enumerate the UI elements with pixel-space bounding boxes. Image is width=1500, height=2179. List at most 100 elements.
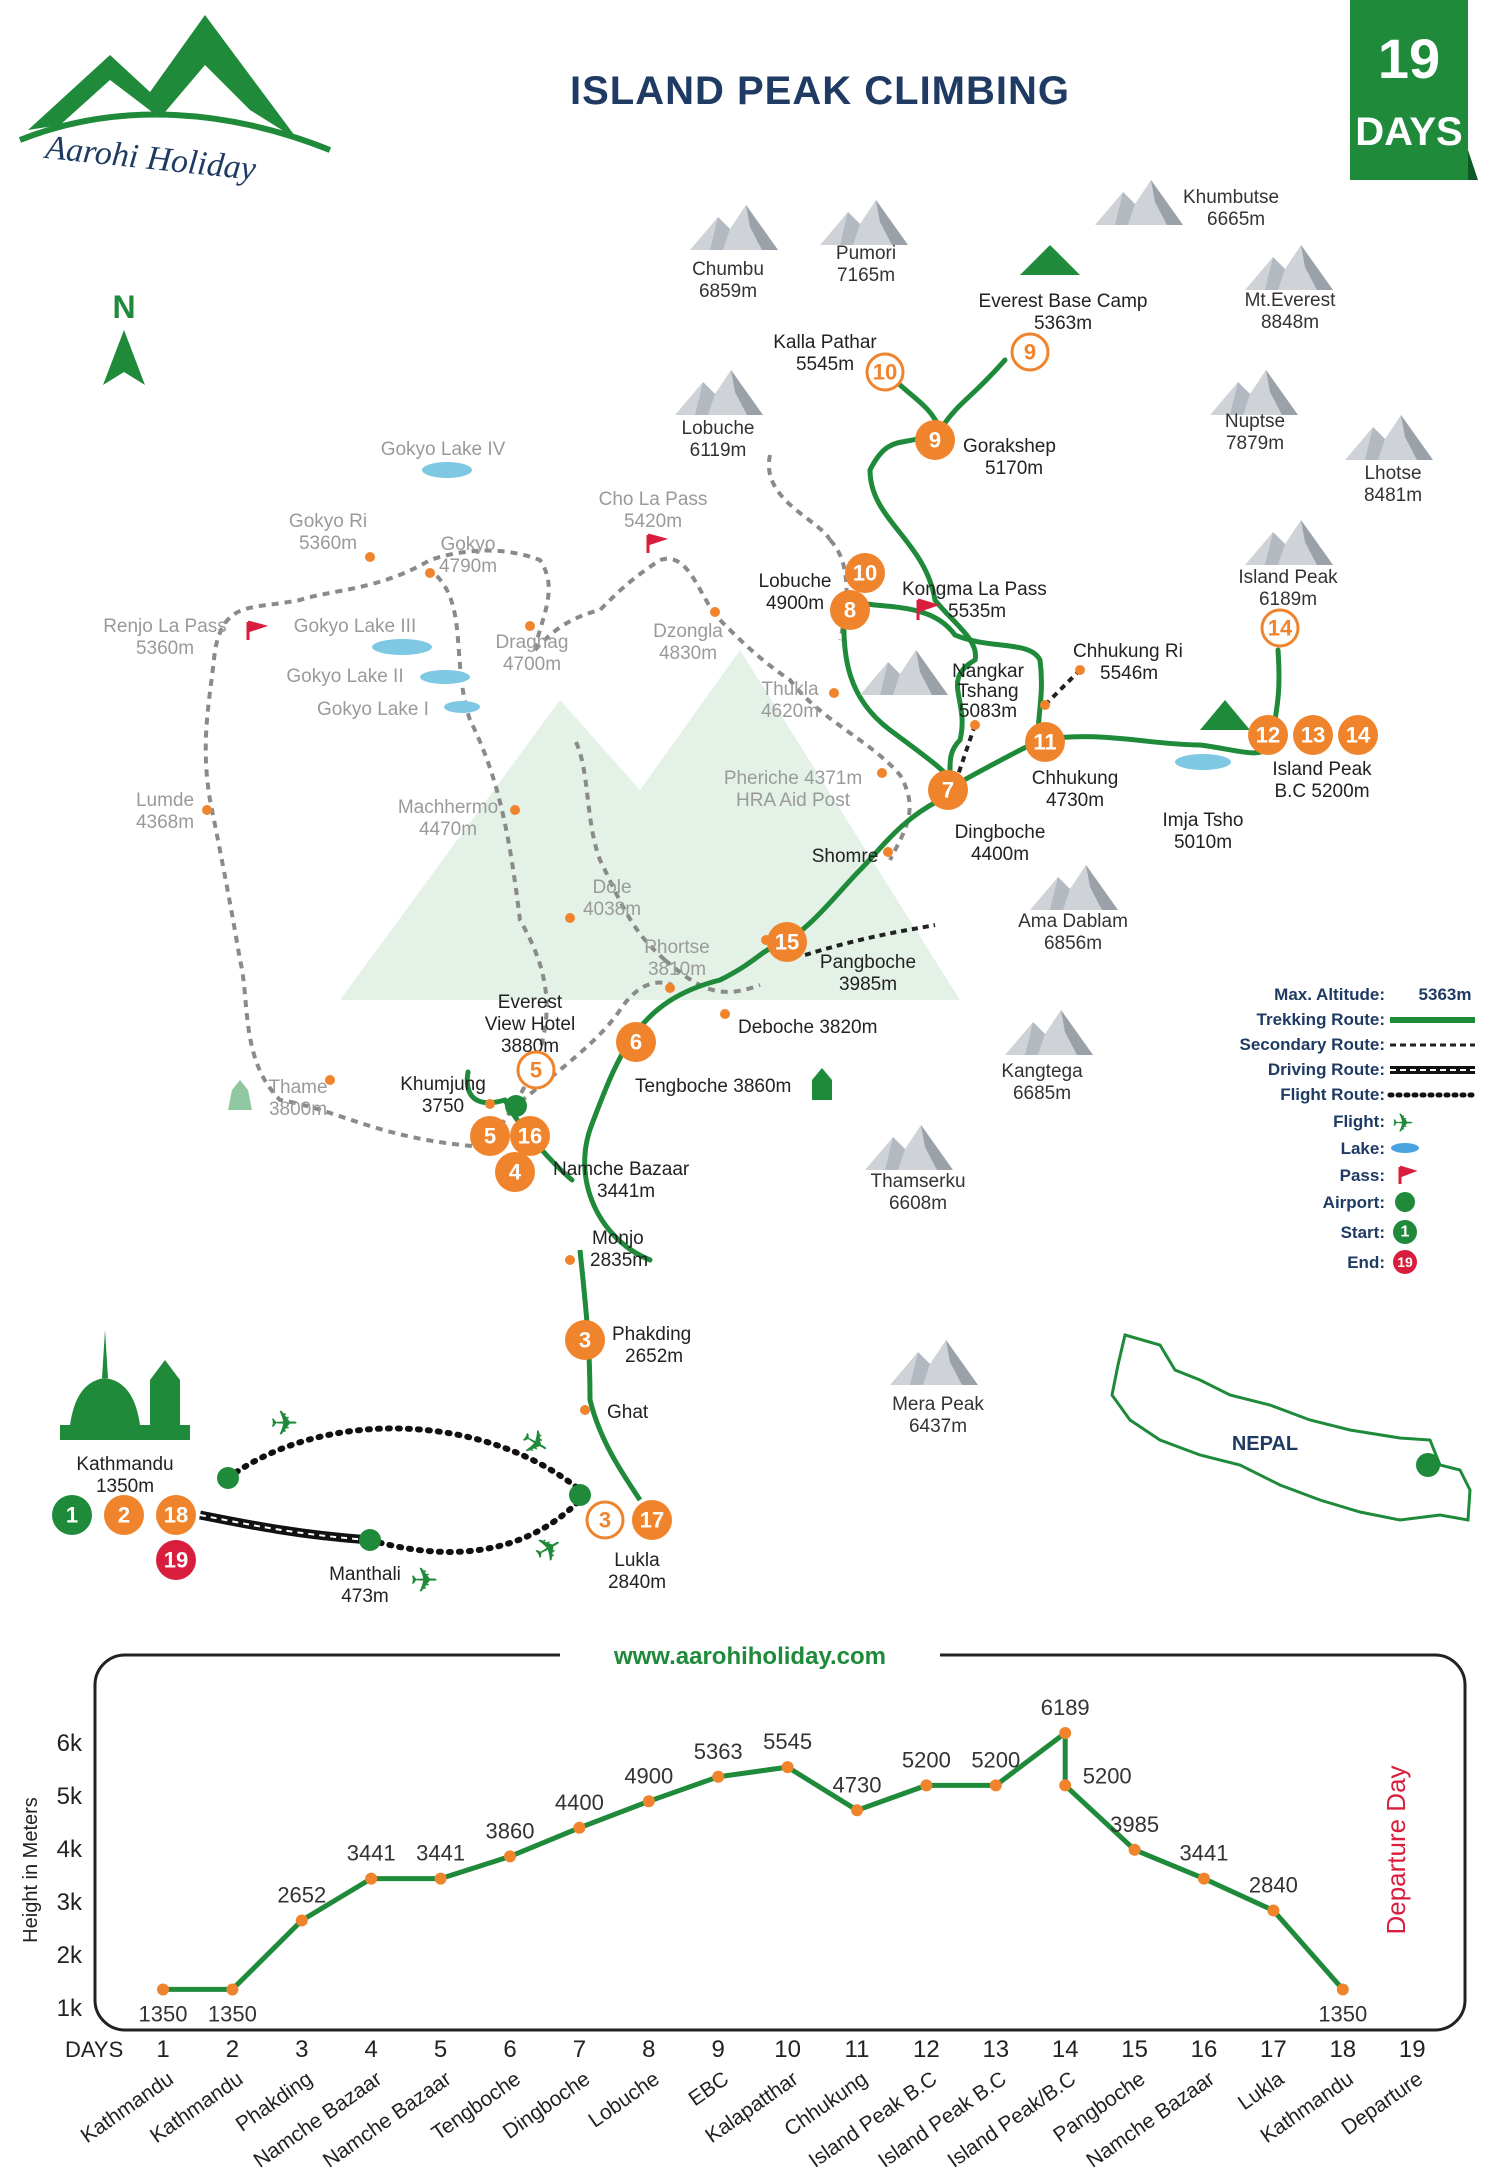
stupa-icon xyxy=(228,1080,252,1110)
day-marker-number: 1 xyxy=(66,1503,78,1528)
value-label: 4400 xyxy=(555,1790,604,1815)
place-alt: 5535m xyxy=(948,601,1006,622)
mountain-name: Khumbutse xyxy=(1183,187,1279,208)
place-name: Khumjung xyxy=(400,1074,486,1095)
x-tick-label: 9 xyxy=(712,2036,725,2063)
legend-label: Airport: xyxy=(1323,1193,1385,1212)
mountain-icon xyxy=(690,205,778,250)
mountain-name: Lobuche xyxy=(682,418,755,439)
flag-icon xyxy=(916,598,940,620)
place-name: Dingboche xyxy=(955,822,1046,843)
place-name: Tshang xyxy=(957,681,1018,702)
altitude-point xyxy=(989,1779,1002,1792)
chart-frame xyxy=(93,1653,1467,2032)
x-tick-label: 7 xyxy=(573,2036,586,2063)
day-marker-number: 9 xyxy=(1024,340,1036,365)
value-label: 4730 xyxy=(833,1772,882,1797)
day-marker-number: 2 xyxy=(118,1503,130,1528)
x-tick-label: 4 xyxy=(365,2036,378,2063)
north-label: N xyxy=(112,289,135,325)
day-marker-number: 6 xyxy=(630,1030,642,1055)
x-tick-label: 10 xyxy=(774,2036,801,2063)
place-alt: 5360m xyxy=(299,533,357,554)
x-tick-label: 2 xyxy=(226,2036,239,2063)
day-marker-number: 13 xyxy=(1301,723,1325,748)
place-alt: 1350m xyxy=(96,1476,154,1497)
place-name: Dragnag xyxy=(496,632,569,653)
y-tick-label: 2k xyxy=(57,1942,83,1969)
legend-label: Pass: xyxy=(1340,1166,1385,1185)
place-name: Lobuche xyxy=(759,571,832,592)
place-name: Gokyo xyxy=(441,534,496,555)
place-alt: 5420m xyxy=(624,511,682,532)
flight-routes xyxy=(225,1425,583,1555)
plane-icon: ✈ xyxy=(513,1420,557,1467)
mountain-alt: 6685m xyxy=(1013,1083,1071,1104)
end-marker-number: 19 xyxy=(1397,1254,1413,1270)
x-tick-label: 13 xyxy=(982,2036,1009,2063)
place-name: Cho La Pass xyxy=(599,489,708,510)
end-marker xyxy=(1393,1250,1417,1274)
lake-icon xyxy=(1391,1143,1419,1153)
place-alt: 4700m xyxy=(503,654,561,675)
day-marker xyxy=(495,1152,535,1192)
mountain-name: Lhotse xyxy=(1364,463,1421,484)
category-label: Lobuche xyxy=(584,2067,663,2132)
mountain-icon xyxy=(1210,370,1298,415)
place-alt: 4730m xyxy=(1046,790,1104,811)
altitude-point xyxy=(1336,1983,1349,1996)
place-alt: 2652m xyxy=(625,1346,683,1367)
altitude-point xyxy=(920,1779,933,1792)
place-alt: 4038m xyxy=(583,899,641,920)
value-label: 2840 xyxy=(1249,1872,1298,1897)
place-alt: 3985m xyxy=(839,974,897,995)
place-name: Dole xyxy=(592,877,631,898)
value-label: 5545 xyxy=(763,1729,812,1754)
day-marker-number: 18 xyxy=(164,1503,188,1528)
departure-annotation: Departure Day xyxy=(1381,1765,1411,1934)
altitude-point xyxy=(157,1983,169,1996)
website-backdrop xyxy=(560,1638,940,1672)
nepal-label: NEPAL xyxy=(1232,1433,1298,1455)
place-name: Gokyo Ri xyxy=(289,511,367,532)
day-marker-number: 14 xyxy=(1268,616,1293,641)
plane-icon: ✈ xyxy=(410,1562,439,1600)
place-name: Kathmandu xyxy=(76,1454,173,1475)
mountain-name: Chumbu xyxy=(692,259,764,280)
value-label: 5200 xyxy=(902,1747,951,1772)
legend-label: Start: xyxy=(1341,1223,1385,1242)
place-alt: 2840m xyxy=(608,1572,666,1593)
watermark-logo xyxy=(340,650,960,1000)
place-alt: 473m xyxy=(341,1586,389,1607)
mountain-name: Island Peak xyxy=(1238,567,1338,588)
day-marker-number: 16 xyxy=(518,1124,542,1149)
day-marker xyxy=(632,1500,672,1540)
day-marker xyxy=(915,420,955,460)
altitude-point xyxy=(365,1872,378,1885)
mountain-alt: 6119m xyxy=(690,440,747,461)
lakes xyxy=(372,462,1231,770)
place-name: Everest xyxy=(498,992,563,1013)
value-label: 2652 xyxy=(277,1882,326,1907)
altitude-point xyxy=(712,1770,725,1783)
mountain-name: Ama Dablam xyxy=(1018,911,1128,932)
place-name: Lumde xyxy=(136,790,194,811)
place-name: Gokyo Lake I xyxy=(317,699,429,720)
airports xyxy=(217,1095,591,1551)
day-marker-start xyxy=(52,1495,92,1535)
day-marker xyxy=(1338,715,1378,755)
mountain-alt: 7165m xyxy=(837,265,895,286)
mountain-alt: 6608m xyxy=(889,1193,947,1214)
place-name: Imja Tsho xyxy=(1163,810,1244,831)
mountain-alt: 6665m xyxy=(1207,209,1265,230)
day-marker-number: 14 xyxy=(1346,723,1371,748)
altitude-point xyxy=(1198,1872,1210,1885)
mountain-icon xyxy=(1345,415,1433,460)
place-name: Kongma La Pass xyxy=(902,579,1047,600)
day-marker-outline xyxy=(1010,332,1050,372)
days-badge-unit: DAYS xyxy=(1355,110,1462,154)
mountain-alt: 8848m xyxy=(1261,312,1319,333)
day-marker-end xyxy=(156,1540,196,1580)
mountain-name: Thamserku xyxy=(870,1171,965,1192)
value-label: 3441 xyxy=(347,1841,396,1866)
